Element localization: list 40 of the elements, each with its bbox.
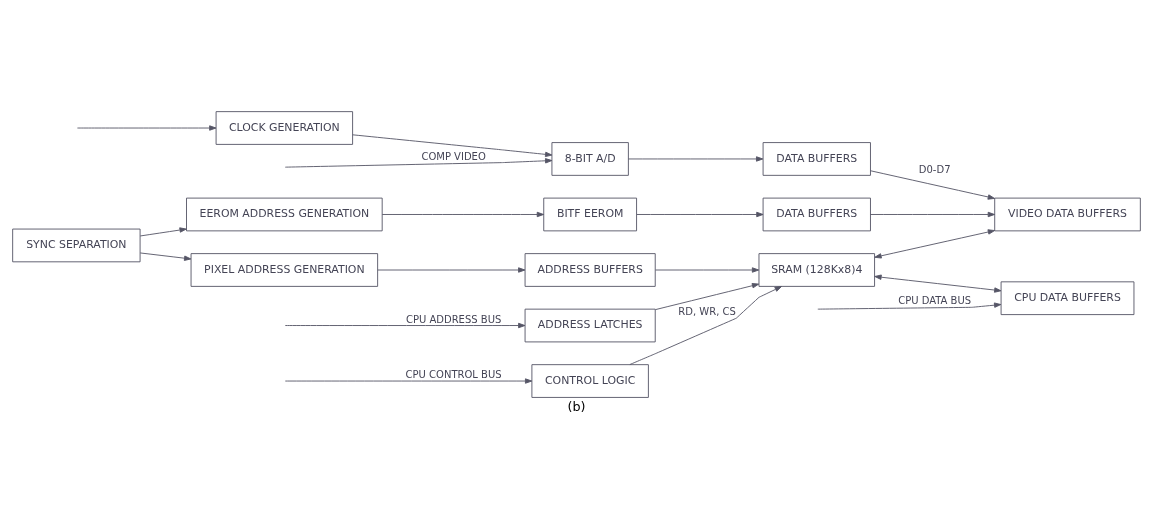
arrow [76, 125, 217, 131]
arrow [284, 322, 526, 329]
arrow [139, 227, 187, 237]
arrow [870, 170, 995, 200]
edge-label: CPU CONTROL BUS [405, 369, 502, 381]
edge-label: D0-D7 [918, 164, 951, 176]
node-box: DATA BUFFERS [762, 142, 871, 176]
arrow [381, 211, 545, 218]
node-box: CONTROL LOGIC [531, 364, 649, 398]
arrow [377, 267, 526, 273]
node-box: CPU DATA BUFFERS [1000, 281, 1135, 316]
edge-label: CPU DATA BUS [898, 295, 972, 307]
arrow [655, 283, 760, 311]
node-box: BITF EEROM [543, 197, 638, 232]
node-box: CLOCK GENERATION [215, 111, 354, 145]
arrow [817, 302, 1002, 310]
node-box: DATA BUFFERS [762, 197, 871, 232]
node-box: SYNC SEPARATION [12, 228, 141, 263]
node-box: ADDRESS LATCHES [524, 308, 656, 343]
node-box: SRAM (128Kx8)4 [758, 253, 876, 287]
arrow [874, 229, 996, 259]
edge-label: CPU ADDRESS BUS [405, 313, 502, 325]
node-box: 8-BIT A/D [551, 142, 629, 176]
node-box: PIXEL ADDRESS GENERATION [190, 253, 379, 287]
arrow [870, 211, 995, 218]
node-box: ADDRESS BUFFERS [524, 253, 656, 287]
arrow [874, 274, 1002, 293]
node-box: EEROM ADDRESS GENERATION [186, 197, 383, 232]
arrow [352, 134, 553, 158]
edge-label: RD, WR, CS [678, 306, 736, 318]
arrow [629, 286, 782, 365]
arrow [284, 158, 553, 168]
node-box: VIDEO DATA BUFFERS [994, 197, 1141, 232]
arrow [655, 267, 760, 273]
edge-label: COMP VIDEO [421, 150, 486, 162]
arrow [636, 211, 764, 218]
arrow [627, 156, 764, 162]
arrow [284, 378, 533, 384]
caption: (b) [567, 399, 586, 415]
arrow [139, 252, 192, 261]
